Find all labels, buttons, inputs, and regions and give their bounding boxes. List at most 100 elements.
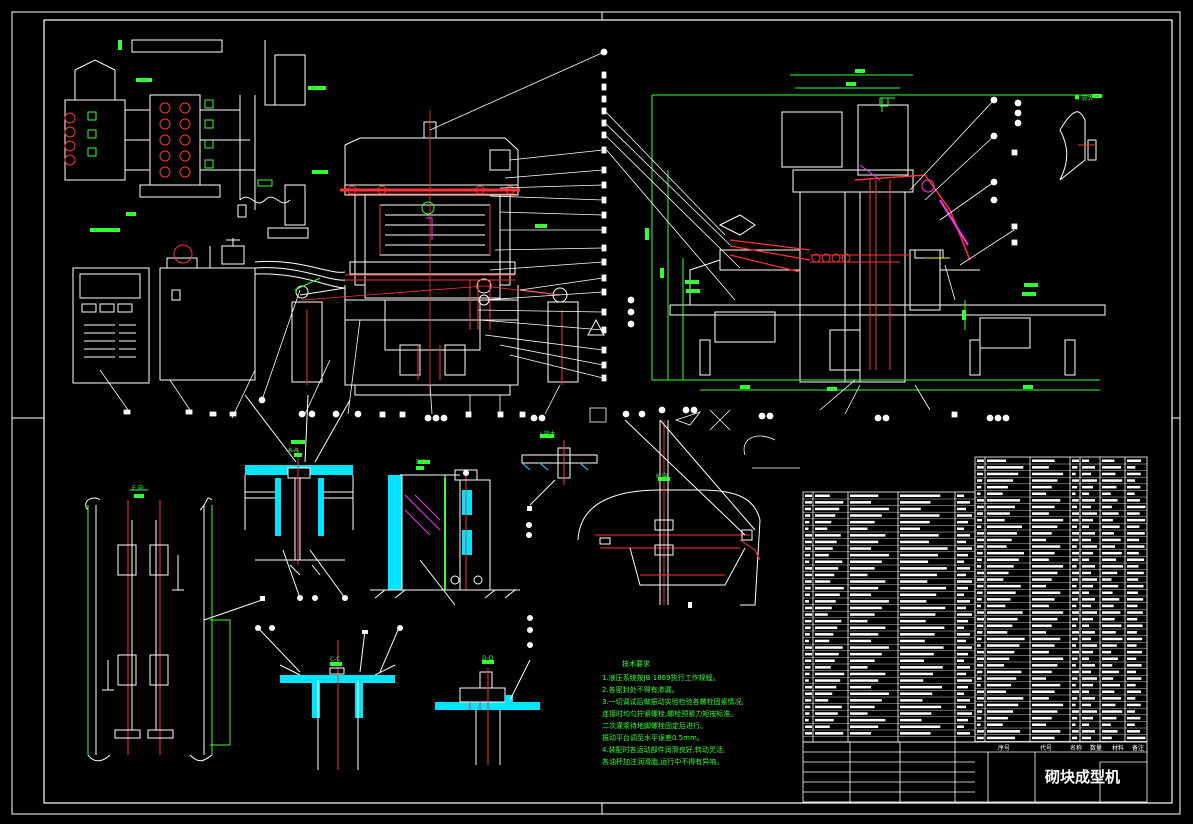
parts-row-cell: [1102, 472, 1116, 476]
parts-row-cell: [900, 732, 931, 735]
parts-row-cell: [850, 507, 889, 511]
front-elevation-colored: [294, 110, 563, 395]
parts-row-cell: [850, 553, 889, 557]
parts-row-cell: [977, 472, 984, 476]
parts-row-cell: [1127, 670, 1136, 674]
parts-row-cell: [1102, 532, 1114, 535]
parts-row-cell: [815, 567, 839, 570]
parts-row-cell: [1127, 512, 1140, 515]
parts-row-cell: [987, 466, 1024, 469]
parts-row-cell: [1127, 459, 1141, 462]
parts-row-cell: [1032, 604, 1049, 608]
parts-row-cell: [805, 699, 812, 702]
parts-row-cell: [805, 652, 812, 656]
parts-row-cell: [987, 657, 1010, 660]
parts-row-cell: [1032, 479, 1058, 482]
parts-row-cell: [957, 626, 964, 629]
parts-row-cell: [987, 683, 1012, 687]
parts-row-cell: [1072, 598, 1079, 601]
parts-row-cell: [1032, 459, 1055, 462]
parts-row-cell: [977, 690, 984, 693]
parts-row-cell: [805, 613, 812, 616]
header-qty: 数量: [1090, 744, 1102, 752]
parts-row-cell: [1102, 611, 1121, 614]
parts-row-cell: [957, 586, 968, 590]
parts-row-cell: [815, 666, 831, 669]
parts-row-cell: [1072, 697, 1078, 700]
parts-row-cell: [1102, 492, 1111, 495]
parts-row-cell: [900, 672, 933, 676]
parts-row-cell: [987, 604, 1006, 608]
parts-row-cell: [987, 551, 1024, 555]
parts-row-cell: [1032, 710, 1058, 713]
outer-border: [11, 11, 1181, 815]
parts-row-cell: [987, 617, 1018, 621]
header-seq: 序号: [998, 744, 1010, 752]
parts-row-cell: [900, 699, 923, 702]
parts-row-cell: [987, 505, 1015, 509]
parts-row-cell: [1102, 571, 1118, 575]
parts-row-cell: [805, 540, 812, 544]
parts-row-cell: [900, 547, 948, 550]
parts-row-cell: [815, 732, 844, 735]
parts-row-cell: [815, 705, 842, 709]
parts-list: [802, 456, 1148, 803]
parts-row-cell: [1127, 723, 1135, 726]
parts-row-cell: [1127, 479, 1136, 482]
parts-row-cell: [957, 567, 970, 570]
parts-row-cell: [850, 540, 879, 544]
parts-row-cell: [1102, 624, 1122, 627]
parts-row-cell: [1102, 644, 1117, 647]
parts-row-cell: [1082, 578, 1097, 581]
parts-row-cell: [900, 646, 944, 649]
section-c-c: [255, 625, 403, 770]
parts-row-cell: [987, 611, 1023, 614]
parts-row-cell: [1032, 617, 1058, 621]
parts-row-cell: [815, 639, 830, 643]
parts-row-cell: [1127, 518, 1146, 522]
parts-row-cell: [957, 540, 966, 544]
parts-row-cell: [850, 580, 886, 583]
parts-row-cell: [1032, 532, 1052, 535]
parts-row-cell: [805, 666, 811, 669]
parts-row-cell: [1127, 604, 1138, 608]
parts-row-cell: [1082, 558, 1089, 561]
note-line-7: 4.装配时各运动部件润滑良好,转动灵活,: [602, 745, 725, 754]
section-b-b: [370, 460, 520, 606]
parts-row-cell: [1127, 584, 1144, 588]
parts-row-cell: [805, 527, 809, 530]
side-elevation-leaders: [603, 96, 1022, 422]
parts-row-cell: [1072, 716, 1078, 720]
parts-row-cell: [1102, 551, 1122, 555]
parts-row-cell: [900, 679, 924, 682]
parts-row-cell: [1127, 492, 1135, 495]
parts-row-cell: [815, 586, 844, 590]
parts-row-cell: [1072, 637, 1078, 641]
parts-row-cell: [1072, 551, 1079, 555]
parts-row-cell: [850, 527, 868, 530]
parts-row-cell: [1082, 518, 1093, 522]
parts-row-cell: [957, 553, 968, 557]
parts-row-cell: [850, 626, 886, 629]
parts-row-cell: [1032, 525, 1058, 528]
parts-row-cell: [1127, 591, 1138, 594]
parts-row-cell: [1072, 683, 1076, 687]
detail-i: [521, 434, 598, 538]
parts-row-cell: [900, 685, 942, 689]
parts-row-cell: [977, 525, 982, 528]
parts-row-cell: [1082, 571, 1091, 575]
parts-row-cell: [1102, 710, 1123, 713]
parts-row-cell: [805, 712, 810, 715]
parts-row-cell: [977, 565, 982, 568]
parts-row-cell: [815, 534, 841, 537]
parts-row-cell: [1032, 512, 1049, 515]
parts-row-cell: [977, 631, 983, 634]
parts-row-cell: [850, 593, 872, 596]
parts-row-cell: [900, 718, 922, 722]
parts-row-cell: [1127, 532, 1145, 535]
parts-row-cell: [1127, 637, 1143, 641]
parts-row-cell: [850, 712, 868, 715]
parts-row-cell: [987, 591, 1016, 594]
section-a-a: [244, 394, 354, 601]
